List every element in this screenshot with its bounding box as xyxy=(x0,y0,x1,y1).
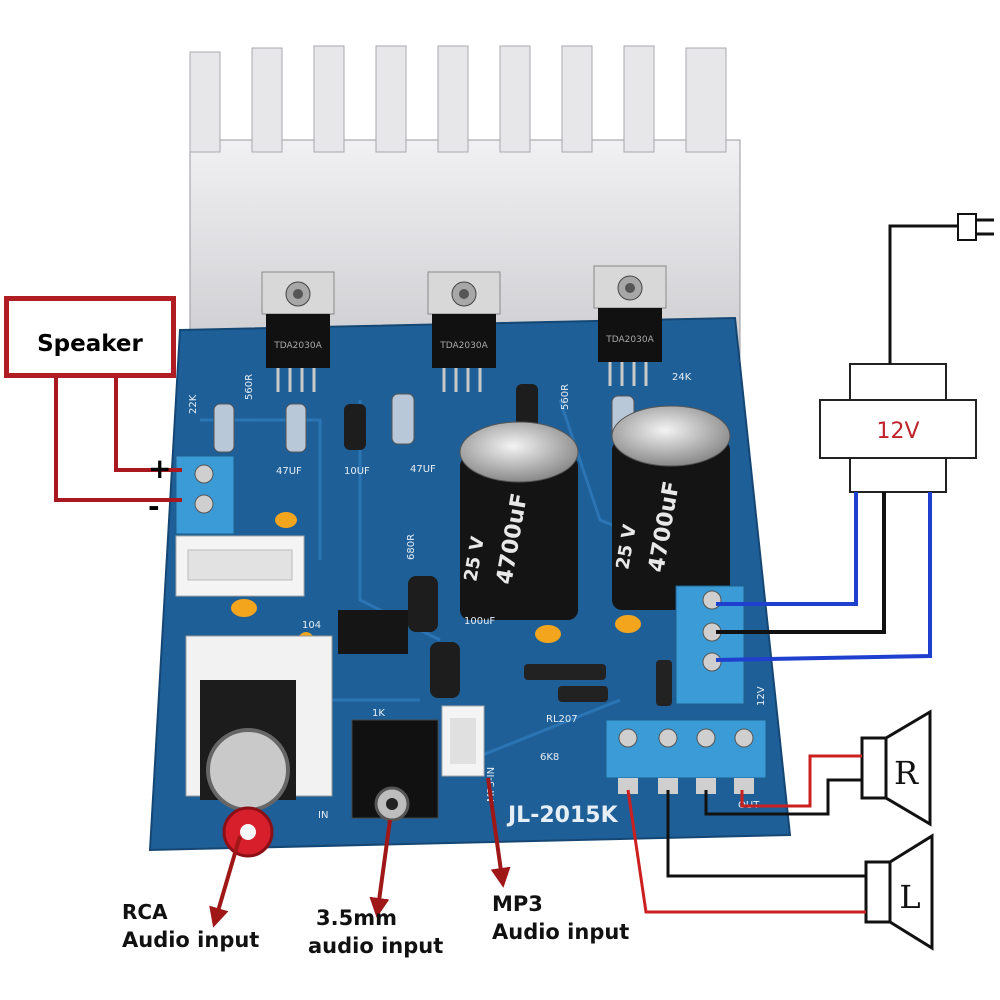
ic-chip-3: TDA2030A xyxy=(593,265,667,362)
silk-rl207: RL207 xyxy=(546,714,578,725)
ic-chip-1: TDA2030A xyxy=(261,271,335,368)
callout-arrows xyxy=(209,777,511,928)
silk-mp3-in: MP3-IN xyxy=(486,767,497,802)
silk-560r-a: 560R xyxy=(244,374,255,400)
silk-560r-b: 560R xyxy=(560,384,571,410)
power-plug xyxy=(888,213,994,364)
speaker-wires xyxy=(54,378,182,502)
silk-10uf: 10UF xyxy=(344,466,370,477)
output-terminal-block xyxy=(605,719,767,794)
speaker-plus-sign: + xyxy=(148,452,172,485)
heatsink-fins xyxy=(189,45,727,153)
white-header-connector xyxy=(175,535,305,597)
board-model: JL-2015K xyxy=(506,803,619,828)
power-wires xyxy=(715,492,932,662)
output-wires xyxy=(626,754,866,914)
speaker-right-label: R xyxy=(894,754,919,792)
ic-chip-2-label: TDA2030A xyxy=(439,341,488,351)
main-capacitor-1: 4700uF 25 V xyxy=(459,421,579,620)
silk-680r: 680R xyxy=(406,534,417,560)
silk-6k8: 6K8 xyxy=(540,752,559,763)
speaker-left: L xyxy=(864,833,934,951)
transformer-voltage: 12V xyxy=(876,419,919,444)
silk-47uf-right: 47UF xyxy=(410,464,436,475)
mp3-input-connector xyxy=(441,705,485,777)
ic-chip-2: TDA2030A xyxy=(427,271,501,368)
rca-callout-line2: Audio input xyxy=(122,928,260,952)
silk-104: 104 xyxy=(302,620,321,631)
silk-22k: 22K xyxy=(188,394,199,414)
speaker-left-label: L xyxy=(899,878,920,916)
silk-100uf: 100uF xyxy=(464,616,495,627)
transformer: 12V xyxy=(819,363,977,493)
silk-in: IN xyxy=(318,810,328,821)
mp3-callout-line2: Audio input xyxy=(492,920,630,944)
speaker-right: R xyxy=(860,709,932,827)
rca-callout-line1: RCA xyxy=(122,900,168,924)
audio-jack-3-5mm xyxy=(351,719,439,822)
mp3-callout-line1: MP3 xyxy=(492,892,543,916)
speaker-callout-label: Speaker xyxy=(37,331,143,357)
speaker-callout-box: Speaker xyxy=(4,296,176,378)
speaker-terminal-block xyxy=(175,455,235,535)
speaker-minus-sign: - xyxy=(148,490,160,523)
silk-47uf-left: 47UF xyxy=(276,466,302,477)
rca-jack xyxy=(185,635,333,858)
main-capacitor-2: 4700uF 25 V xyxy=(611,405,731,610)
jack-callout-line1: 3.5mm xyxy=(316,906,397,930)
ic-chip-3-label: TDA2030A xyxy=(605,335,654,345)
ic-chip-1-label: TDA2030A xyxy=(273,341,322,351)
silk-24k: 24K xyxy=(672,372,692,383)
silk-1k: 1K xyxy=(372,708,385,719)
jack-callout-line2: audio input xyxy=(308,934,444,958)
small-components xyxy=(213,384,672,706)
silk-12v: 12V xyxy=(756,686,767,706)
